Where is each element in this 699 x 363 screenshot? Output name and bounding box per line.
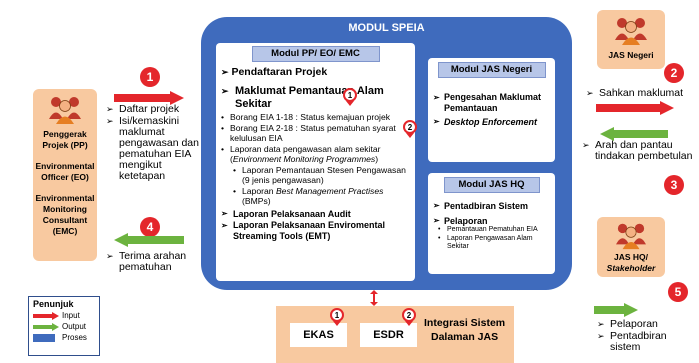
laporan-pengawasan: Laporan Pengawasan Alam Sekitar — [438, 235, 550, 252]
desktop-enforcement: ➢Desktop Enforcement — [433, 117, 538, 127]
pin-1-marker: 1 — [330, 308, 344, 326]
modul-jas-negeri-header: Modul JAS Negeri — [437, 62, 546, 78]
pin-1-marker: 1 — [343, 88, 357, 106]
laporan-data: Laporan data pengawasan alam sekitar (En… — [221, 144, 410, 165]
step-4-item: Terima arahan pematuhan — [106, 251, 196, 273]
laporan-emt: ➢Laporan Pelaksanaan Enviromental Stream… — [221, 219, 386, 241]
modul-jas-negeri-card: Modul JAS Negeri ➢Pengesahan Maklumat Pe… — [428, 58, 555, 162]
step-5-badge: 5 — [668, 282, 688, 302]
pendaftaran-projek: ➢ Pendaftaran Projek — [221, 66, 328, 78]
actor-jas-hq-label: JAS HQ/ Stakeholder — [606, 252, 656, 273]
step-1-item: Daftar projek — [106, 104, 206, 116]
pemantauan-pematuhan: Pemantauan Pematuhan EIA — [438, 226, 550, 235]
step-4-badge: 4 — [140, 217, 160, 237]
modul-speia-panel: MODUL SPEIA Modul PP/ EO/ EMC ➢ Pendafta… — [201, 17, 572, 290]
red-arrow-icon — [33, 311, 59, 320]
legend-item-output: Output — [33, 322, 95, 331]
people-group-icon — [614, 17, 648, 46]
output-arrow-4 — [114, 233, 184, 247]
integrasi-label-2: Dalaman JAS — [431, 331, 499, 343]
integrasi-label-1: Integrasi Sistem — [424, 317, 506, 329]
pin-2-marker: 2 — [403, 120, 417, 138]
integrasi-sistem-box: EKAS ESDR 1 2 Integrasi Sistem Dalaman J… — [276, 306, 514, 363]
legend-item-process: Proses — [33, 333, 95, 342]
step-2-list: Sahkan maklumat — [586, 88, 699, 100]
actor-jas-negeri: JAS Negeri — [597, 10, 665, 69]
people-group-icon — [615, 223, 647, 250]
modul-pp-header: Modul PP/ EO/ EMC — [251, 46, 380, 62]
maklumat-pemantauan: ➢Maklumat Pemantauan Alam Sekitar — [221, 85, 384, 110]
legend: Penunjuk Input Output Proses — [28, 296, 100, 356]
people-group-icon — [48, 96, 82, 125]
modul-jas-hq-header: Modul JAS HQ — [443, 177, 540, 193]
output-arrow-5 — [594, 303, 638, 317]
modul-pp-card: Modul PP/ EO/ EMC ➢ Pendaftaran Projek ➢… — [216, 43, 417, 281]
step-5-list: Pelaporan Pentadbiran sistem — [597, 319, 697, 354]
step-3-item: Arah dan pantau tindakan pembetulan — [582, 140, 697, 162]
modul-jas-hq-card: Modul JAS HQ ➢Pentadbiran Sistem ➢Pelapo… — [428, 173, 555, 274]
borang-1: Borang EIA 1-18 : Status kemajuan projek — [221, 112, 410, 123]
step-3-list: Arah dan pantau tindakan pembetulan — [582, 140, 697, 163]
actor-jas-hq-stakeholder: JAS HQ/ Stakeholder — [597, 217, 665, 277]
integration-double-arrow — [370, 290, 378, 306]
step-5-item: Pelaporan — [597, 319, 697, 331]
borang-2: Borang EIA 2-18 : Status pematuhan syara… — [221, 123, 410, 144]
input-arrow-2 — [596, 101, 674, 115]
pelaporan: ➢Pelaporan — [433, 216, 488, 226]
step-1-item: Isi/kemaskini maklumat pengawasan dan pe… — [106, 116, 206, 182]
step-2-badge: 2 — [664, 63, 684, 83]
legend-item-input: Input — [33, 311, 95, 320]
laporan-stesen: Laporan Pemantauan Stesen Pengawasan (9 … — [233, 165, 410, 186]
ekas-box: EKAS — [290, 323, 347, 347]
output-arrow-3 — [600, 127, 668, 141]
laporan-audit: ➢Laporan Pelaksanaan Audit — [221, 208, 351, 219]
laporan-bmp: Laporan Best Management Practises (BMPs) — [233, 186, 410, 207]
pin-2-marker: 2 — [402, 308, 416, 326]
step-4-list: Terima arahan pematuhan — [106, 251, 196, 274]
page-title: MODUL SPEIA — [348, 22, 425, 34]
blue-box-icon — [33, 333, 55, 342]
legend-title: Penunjuk — [33, 299, 74, 309]
pengesahan-maklumat: ➢Pengesahan Maklumat Pemantauan — [433, 92, 542, 113]
step-1-badge: 1 — [140, 67, 160, 87]
actor-jas-negeri-label: JAS Negeri — [608, 50, 654, 60]
step-5-item: Pentadbiran sistem — [597, 331, 697, 353]
step-3-badge: 3 — [664, 175, 684, 195]
green-arrow-icon — [33, 322, 59, 331]
pentadbiran-sistem: ➢Pentadbiran Sistem — [433, 201, 529, 211]
step-2-item: Sahkan maklumat — [586, 88, 699, 100]
input-arrow-1 — [114, 91, 184, 105]
esdr-box: ESDR — [360, 323, 417, 347]
step-1-list: Daftar projek Isi/kemaskini maklumat pen… — [106, 104, 206, 183]
